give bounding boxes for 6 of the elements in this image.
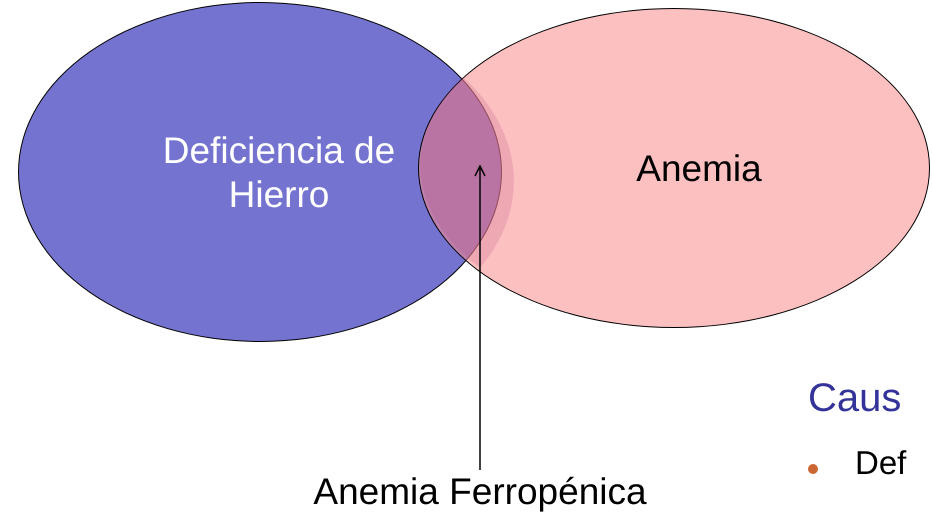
set-label: Anemia	[635, 147, 763, 191]
set-label: Deficiencia de Hierro	[162, 129, 396, 217]
heading-text: Caus	[808, 376, 902, 421]
bullet-text: Def	[855, 444, 906, 482]
leader-arrow	[474, 165, 486, 470]
caption-label: Anemia Ferropénica	[250, 470, 710, 514]
